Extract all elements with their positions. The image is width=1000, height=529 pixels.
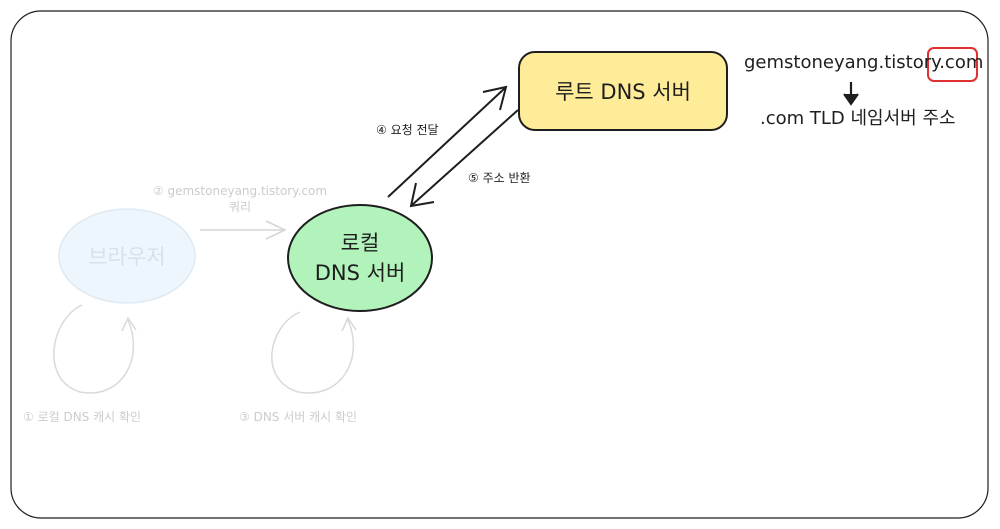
response-arrow (411, 109, 519, 206)
local-dns-node-shape (287, 204, 433, 312)
step3-label: ③ DNS 서버 캐시 확인 (239, 410, 358, 424)
response-arrowhead (409, 182, 435, 208)
tld-result-label: .com TLD 네임서버 주소 (760, 108, 956, 129)
step2-label-line1: ② gemstoneyang.tistory.com (152, 184, 328, 198)
step1-label: ① 로컬 DNS 캐시 확인 (23, 410, 142, 424)
browser-node-shape (58, 208, 196, 304)
root-dns-node-shape (518, 51, 728, 131)
browser-cache-loop-arrowhead (121, 316, 137, 332)
request-arrow (387, 87, 506, 198)
domain-prefix: gemstoneyang.tistory (744, 52, 940, 73)
local-dns-cache-loop (271, 311, 355, 394)
domain-tld: .com (939, 52, 984, 73)
local-dns-label-line1: 로컬 (340, 231, 380, 255)
tld-result-arrowhead (843, 93, 859, 106)
query-arrowhead (265, 220, 287, 240)
step5-label: ⑤ 주소 반환 (468, 171, 531, 185)
local-dns-cache-loop-arrowhead (341, 316, 357, 332)
step4-label: ④ 요청 전달 (376, 123, 439, 137)
local-dns-label-line2: DNS 서버 (314, 261, 406, 285)
domain-annotation: gemstoneyang.tistory.com (744, 52, 983, 73)
tld-highlight-box (927, 47, 978, 82)
local-dns-node-label: 로컬 DNS 서버 (288, 222, 432, 294)
root-dns-node-label: 루트 DNS 서버 (555, 80, 691, 104)
browser-cache-loop (53, 304, 135, 394)
browser-node-label: 브라우저 (88, 245, 166, 269)
step2-label-line2: 쿼리 (228, 200, 252, 214)
step2-label: ② gemstoneyang.tistory.com 쿼리 (148, 183, 332, 215)
request-arrowhead (482, 85, 508, 111)
diagram-frame (10, 10, 989, 519)
